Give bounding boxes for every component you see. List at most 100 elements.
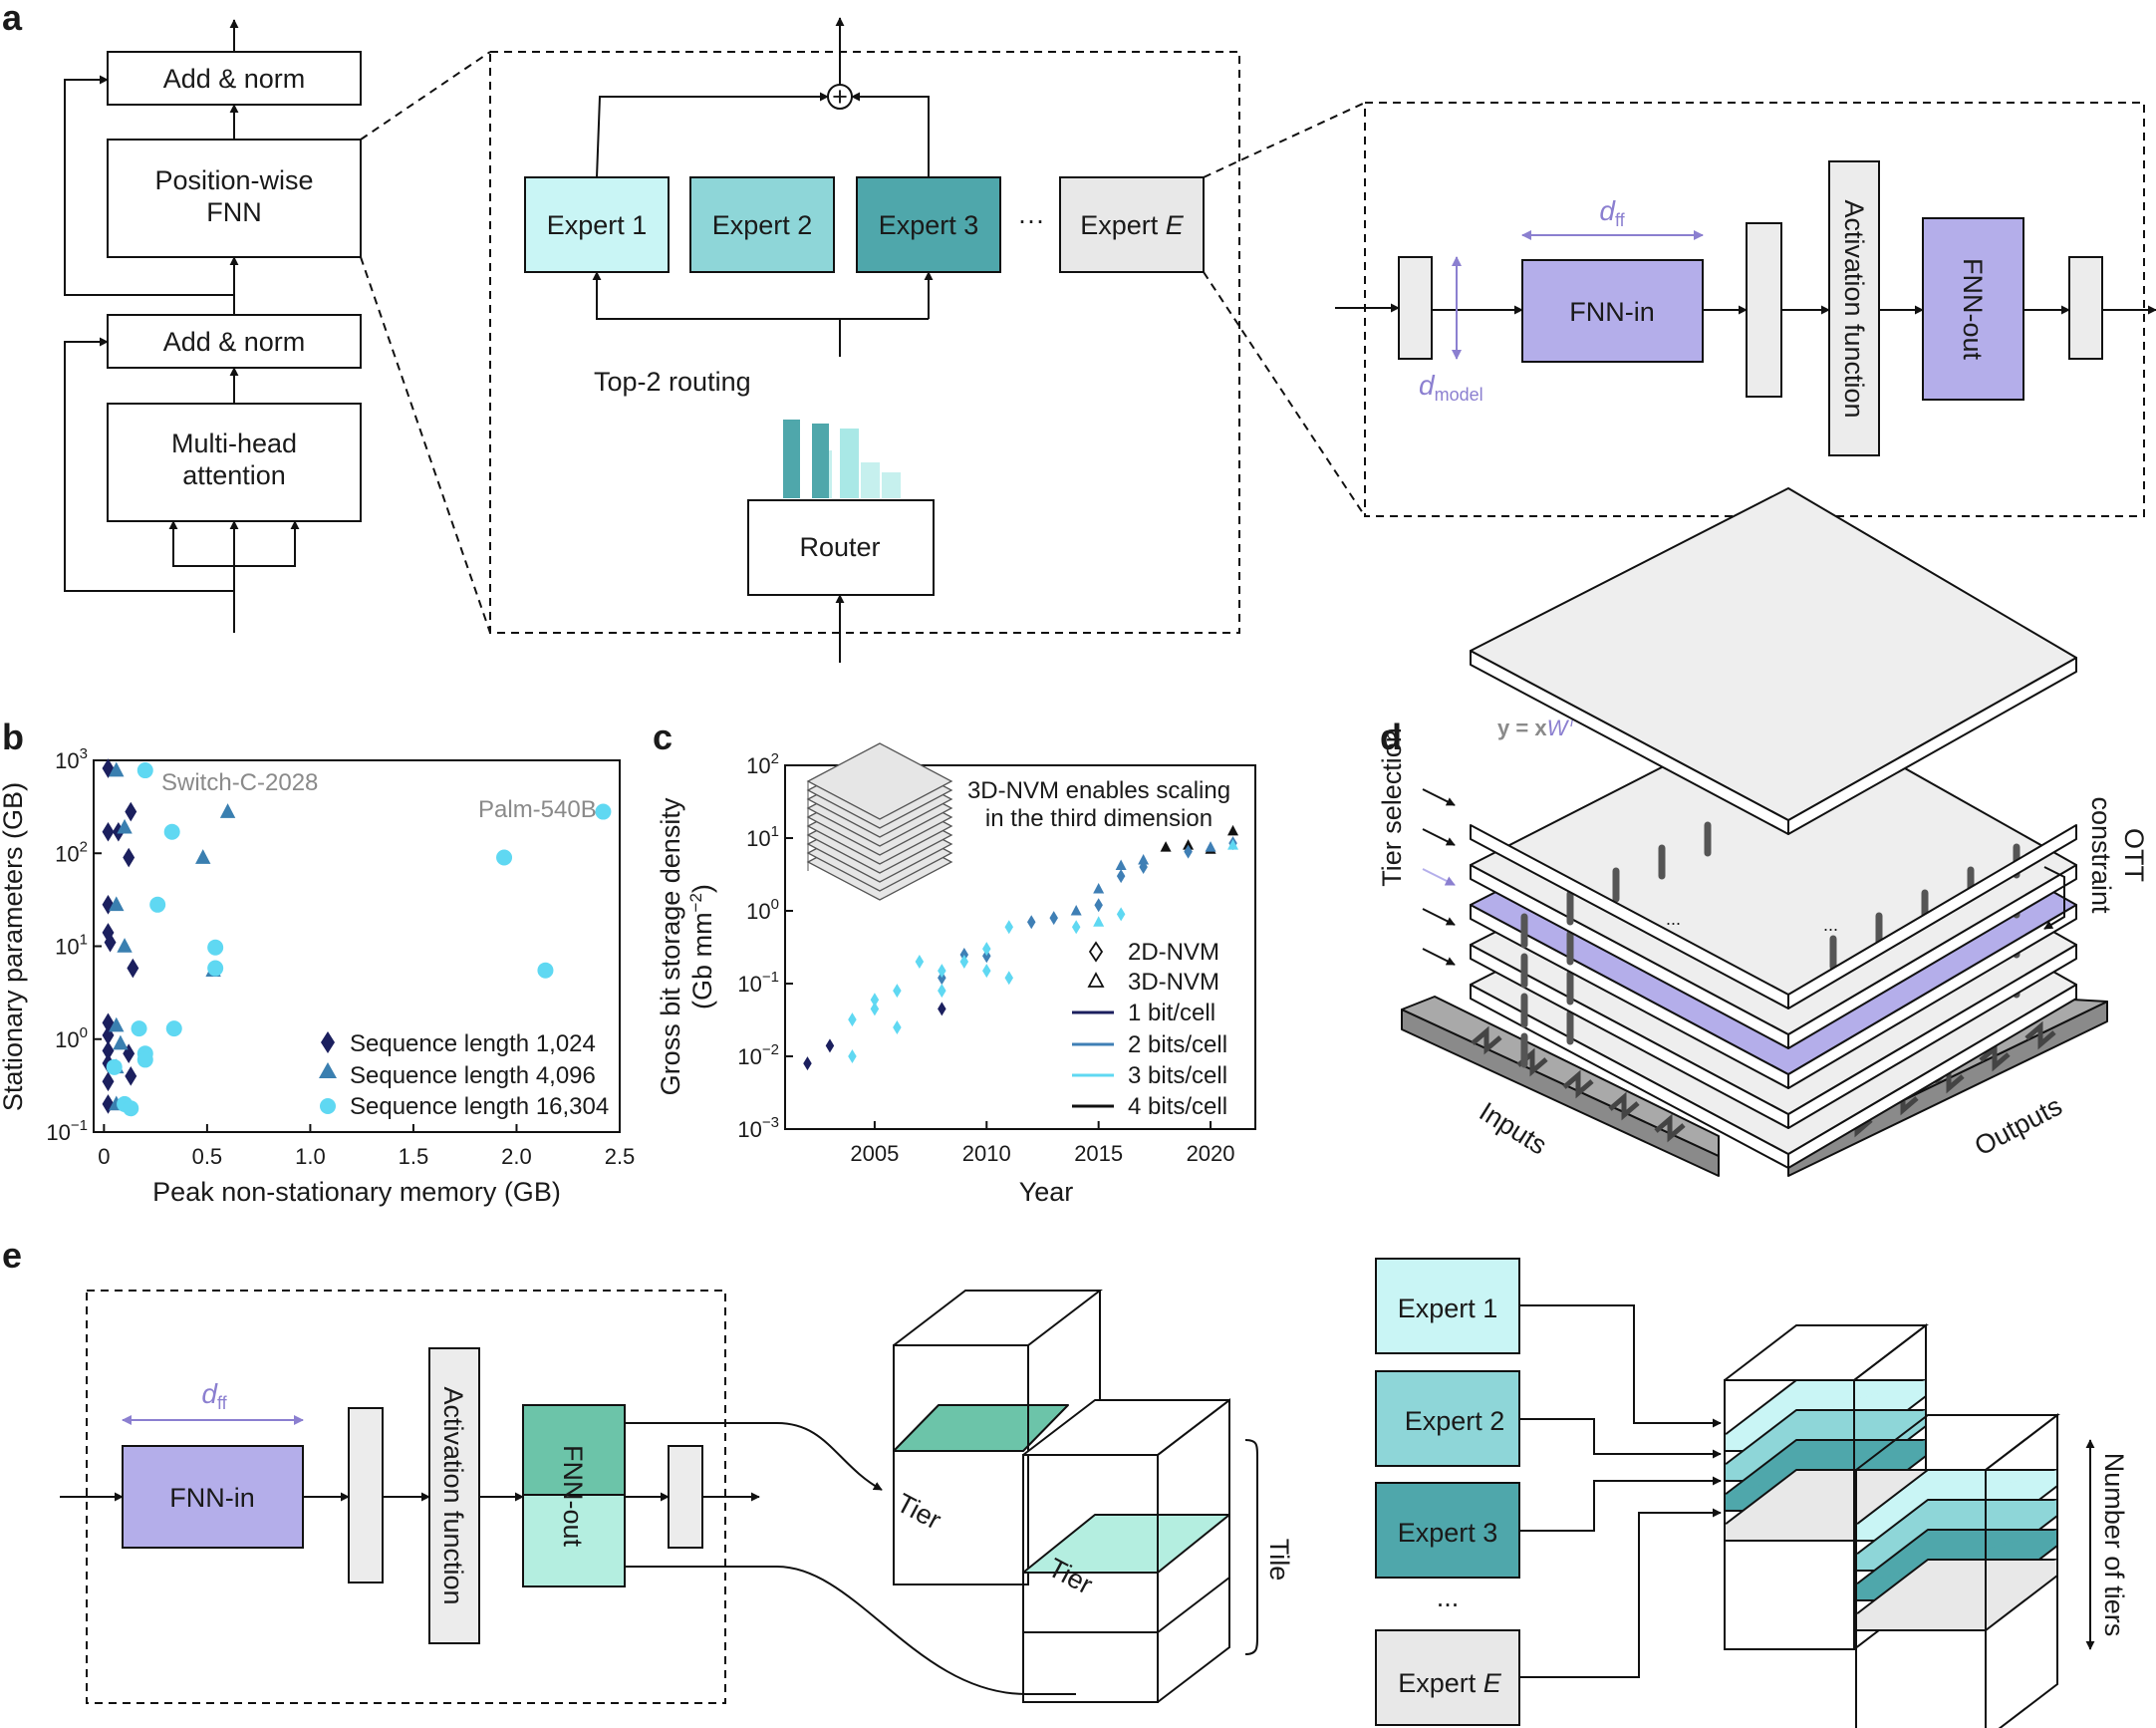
y-tick-label: 100 — [55, 1024, 88, 1052]
stack-illustration — [806, 742, 953, 901]
output-wire — [1979, 1042, 2011, 1072]
stack-layer — [806, 742, 953, 820]
data-point — [207, 939, 224, 956]
e-fnn-in-label: FNN-in — [169, 1483, 255, 1513]
e-fnn-in-box — [122, 1445, 304, 1549]
data-point — [893, 1019, 902, 1034]
y-tick-label: 10−1 — [737, 969, 779, 997]
tile-label: Tile — [1264, 1539, 1294, 1582]
multi-head-attention-box — [107, 403, 362, 522]
data-point — [109, 761, 125, 777]
moe-dashed-frame — [489, 51, 1240, 634]
cube-back-top — [893, 1290, 1103, 1346]
data-point — [1004, 971, 1014, 986]
data-point — [102, 1071, 115, 1092]
tier-side-right — [1787, 824, 2077, 1009]
x-tick-label: 0.5 — [192, 1144, 223, 1169]
data-point — [125, 1066, 137, 1086]
data-point — [102, 821, 115, 842]
data-point — [1116, 907, 1126, 922]
data-point — [938, 971, 946, 986]
moe-layer — [489, 17, 1240, 663]
router-label: Router — [799, 532, 880, 562]
data-point — [893, 984, 902, 999]
chart-c-legend: 2D-NVM 3D-NVM 1 bit/cell 2 bits/cell 3 b… — [1072, 939, 1227, 1120]
y-tick-label: 101 — [55, 932, 88, 960]
data-point — [163, 823, 180, 840]
add-norm-bottom-label: Add & norm — [163, 327, 306, 357]
data-point — [848, 1049, 857, 1063]
data-point — [102, 1040, 115, 1061]
x-tick-label: 2010 — [962, 1141, 1011, 1166]
data-point — [109, 1016, 125, 1032]
x-tick-label: 2015 — [1074, 1141, 1123, 1166]
y-tick-label: 10−2 — [737, 1041, 779, 1069]
y-tick-label: 102 — [746, 750, 779, 778]
ellipsis-dots: ... — [1823, 915, 1838, 935]
chart-b-points — [102, 758, 612, 1117]
legend-marker-4096 — [319, 1062, 337, 1078]
data-point — [1093, 916, 1105, 927]
e-expert-2-box — [1375, 1370, 1520, 1467]
panel-label-d: d — [1380, 717, 1402, 757]
cube-back-front — [893, 1344, 1029, 1585]
data-point — [136, 762, 153, 779]
output-wire — [2024, 1020, 2056, 1050]
tier-select-arrow — [1422, 948, 1456, 966]
data-point — [104, 932, 117, 953]
output-vector — [2068, 256, 2103, 360]
zoom-lines-b — [1203, 102, 1366, 517]
e-ffn — [60, 1290, 1076, 1704]
legend-1bit: 1 bit/cell — [1128, 1000, 1215, 1026]
data-point — [1049, 911, 1058, 926]
tier-plane-back — [893, 1404, 1069, 1452]
equation: y = xWT — [1497, 714, 1577, 740]
hidden-vector — [1746, 222, 1782, 398]
panel-label-c: c — [653, 717, 673, 757]
data-point — [959, 955, 969, 970]
ott-label-1: OTT — [2119, 828, 2149, 882]
data-point — [131, 1020, 147, 1037]
annotation-palm: Palm-540B — [478, 796, 597, 823]
e-expert-1-box — [1375, 1258, 1520, 1354]
input-wire — [1471, 1025, 1502, 1055]
data-point — [1070, 905, 1082, 916]
input-wire — [1608, 1091, 1640, 1121]
data-point — [938, 1002, 946, 1016]
top2-routing-label: Top-2 routing — [594, 367, 751, 397]
stack-top-back — [1724, 1324, 1929, 1381]
x-tick-label: 2.0 — [501, 1144, 532, 1169]
data-point — [113, 1034, 129, 1050]
chart-c-xlabel: Year — [1019, 1177, 1074, 1207]
data-point — [136, 1051, 153, 1068]
mha-label-1: Multi-head — [171, 429, 297, 458]
data-point — [1094, 898, 1103, 913]
x-tick-label: 0 — [98, 1144, 110, 1169]
data-point — [803, 1056, 812, 1071]
cube-front-divider-side — [1157, 1577, 1230, 1633]
expert-e-box — [1059, 176, 1205, 273]
e-expert-e-label: Expert E — [1398, 1668, 1502, 1698]
num-tiers-label: Number of tiers — [2099, 1453, 2129, 1637]
fnn-in-label: FNN-in — [1569, 297, 1655, 327]
y-tick-label: 103 — [55, 745, 88, 773]
fnn-in-box — [1521, 259, 1704, 363]
data-point — [1026, 915, 1036, 930]
panel-label-b: b — [2, 717, 24, 757]
legend-4096: Sequence length 4,096 — [350, 1062, 596, 1089]
data-point — [1116, 869, 1126, 884]
x-tick-label: 2.5 — [605, 1144, 636, 1169]
stack-frame-front — [1855, 1469, 1987, 1728]
data-point — [1093, 883, 1105, 894]
data-point — [207, 960, 224, 977]
e-expert-3-label: Expert 3 — [1398, 1518, 1498, 1548]
legend-marker-16304 — [320, 1098, 336, 1114]
legend-3bit: 3 bits/cell — [1128, 1062, 1227, 1089]
tier-selection-label: Tier selection — [1377, 727, 1407, 887]
data-point — [870, 1002, 880, 1016]
expert-3-label: Expert 3 — [879, 210, 979, 240]
ffn-detail — [1335, 102, 2156, 517]
ott-bracket — [2043, 866, 2065, 930]
